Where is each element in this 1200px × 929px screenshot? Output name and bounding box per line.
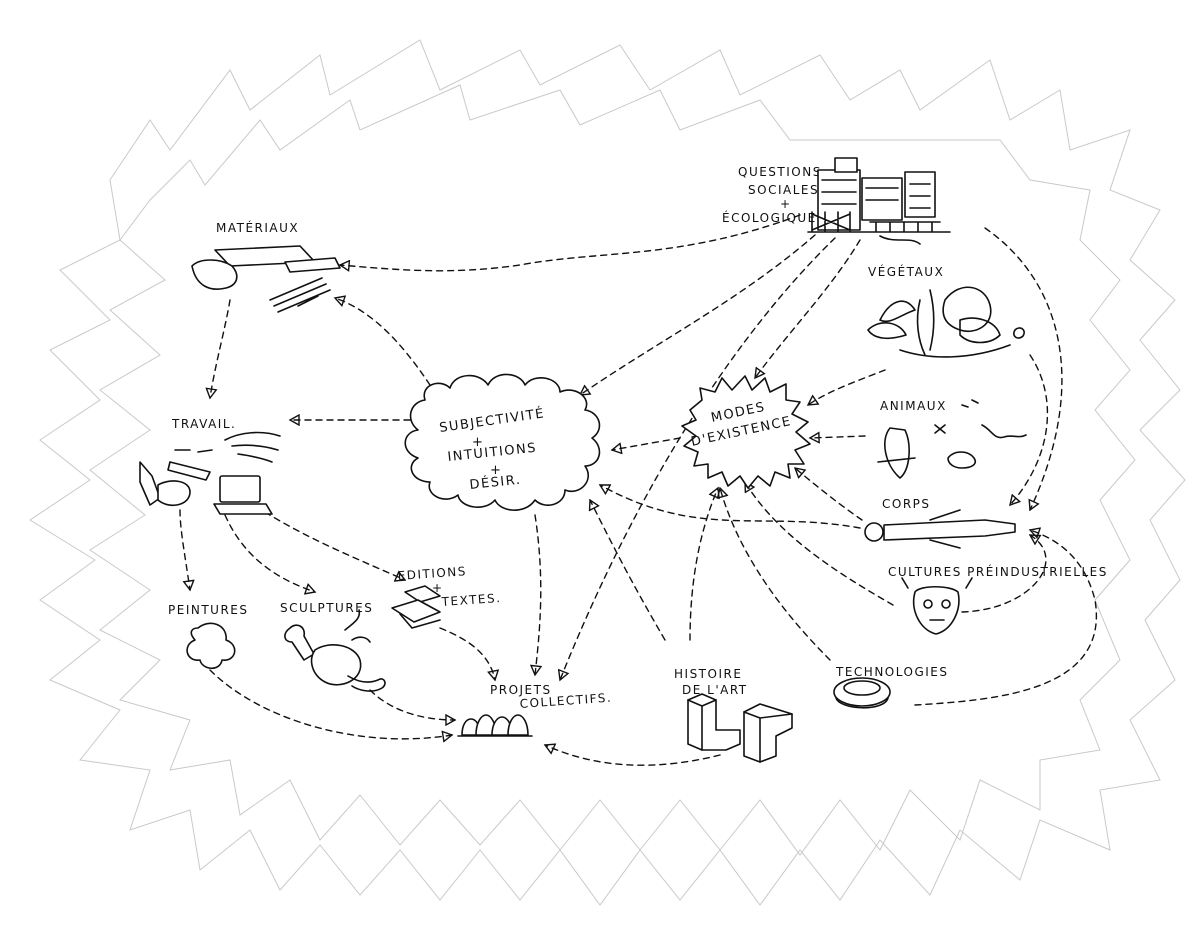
questions-line-2: SOCIALES (748, 183, 819, 197)
connectors (179, 214, 1098, 766)
edge-sculptures-projets (369, 689, 455, 720)
edge-questions-subjectivite (580, 234, 816, 395)
editions-line-3: TEXTES. (440, 591, 502, 609)
histoire-line-1: HISTOIRE (674, 667, 742, 681)
materiaux-node[interactable]: MATÉRIAUX (191, 220, 341, 313)
body-icon (864, 509, 1016, 549)
materiaux-label: MATÉRIAUX (216, 220, 299, 235)
edge-corps-modes (795, 468, 863, 521)
edge-questions-corps (984, 227, 1063, 510)
peintures-label: PEINTURES (168, 603, 248, 617)
tools-icon (139, 449, 213, 507)
robot-vacuum-icon (833, 677, 891, 709)
mask-icon (901, 577, 973, 635)
edge-histoire-projets (545, 745, 721, 766)
paint-blob-icon (186, 622, 236, 670)
edge-corps-subjectivite (600, 485, 861, 529)
edge-subjectivite-materiaux (335, 298, 431, 386)
edge-technologies-corps (914, 530, 1098, 706)
questions-line-3: + (780, 197, 792, 211)
questions-line-4: ÉCOLOGIQUES (722, 210, 826, 225)
subjectivite-cloud[interactable]: SUBJECTIVITÉ + INTUITIONS + DÉSIR. (404, 373, 601, 511)
edge-modes-subjectivite (612, 437, 681, 450)
edge-laptop-editions (264, 511, 405, 580)
laptop-icon (213, 475, 273, 515)
technologies-node[interactable]: TECHNOLOGIES (833, 665, 948, 709)
edge-histoire-modes (689, 488, 718, 641)
projets-line-2: COLLECTIFS. (519, 691, 612, 711)
subjectivite-line-4: + (490, 463, 502, 478)
cultures-label: CULTURES PRÉINDUSTRIELLES (888, 564, 1108, 579)
edge-editions-projets (439, 627, 495, 680)
edge-cultures-modes (745, 482, 894, 606)
projets-line-1: PROJETS (490, 683, 552, 697)
city-buildings-icon (807, 157, 951, 245)
travail-label: TRAVAIL. (171, 417, 236, 431)
histoire-line-2: DE L'ART (682, 683, 748, 697)
background-halo (29, 39, 1186, 906)
edge-technologies-modes (720, 488, 831, 661)
edge-questions-projets (560, 237, 836, 680)
edge-subjectivite-projets (535, 514, 541, 675)
modes-existence-burst[interactable]: MODES D'EXISTENCE (681, 375, 811, 489)
editions-line-1: EDITIONS (397, 564, 467, 583)
travail-node[interactable]: TRAVAIL. (139, 417, 281, 515)
animals-icon (877, 399, 1027, 479)
projets-node[interactable]: PROJETS COLLECTIFS. (457, 683, 613, 737)
sculptures-label: SCULPTURES (280, 601, 373, 615)
books-icon (391, 585, 441, 629)
plants-icon (867, 286, 1025, 358)
histoire-node[interactable]: HISTOIRE DE L'ART (674, 667, 793, 763)
hand-icon (224, 431, 281, 463)
corps-label: CORPS (882, 497, 931, 511)
edge-peintures-projets (209, 669, 452, 739)
edge-questions-modes (755, 239, 861, 378)
edge-histoire-subjectivite (590, 500, 666, 641)
crowd-icon (457, 714, 533, 737)
questions-node[interactable]: QUESTIONS SOCIALES + ÉCOLOGIQUES (722, 157, 951, 245)
edge-cultures-corps (961, 535, 1047, 613)
subjectivite-line-5: DÉSIR. (469, 472, 522, 493)
edge-vegetaux-modes (808, 369, 886, 405)
blocks-icon (687, 693, 793, 763)
animaux-node[interactable]: ANIMAUX (877, 399, 1027, 479)
edge-materiaux-travail (210, 299, 231, 398)
vegetaux-node[interactable]: VÉGÉTAUX (867, 264, 1025, 358)
edge-vegetaux-corps (1010, 354, 1049, 505)
sculptures-node[interactable]: SCULPTURES (280, 601, 386, 692)
sculpture-icon (284, 609, 386, 692)
corps-node[interactable]: CORPS (864, 497, 1016, 549)
materials-icon (191, 245, 341, 313)
vegetaux-label: VÉGÉTAUX (868, 264, 944, 279)
editions-node[interactable]: EDITIONS + TEXTES. (391, 564, 502, 629)
edge-travail-peintures (179, 509, 190, 590)
edge-animaux-modes (810, 436, 866, 438)
edge-travail-sculptures (224, 514, 315, 592)
cultures-node[interactable]: CULTURES PRÉINDUSTRIELLES (888, 564, 1108, 635)
peintures-node[interactable]: PEINTURES (168, 603, 248, 670)
technologies-label: TECHNOLOGIES (835, 665, 948, 679)
animaux-label: ANIMAUX (880, 399, 947, 413)
subjectivite-line-2: + (472, 435, 484, 450)
questions-line-1: QUESTIONS (738, 165, 822, 179)
editions-line-2: + (432, 581, 444, 595)
